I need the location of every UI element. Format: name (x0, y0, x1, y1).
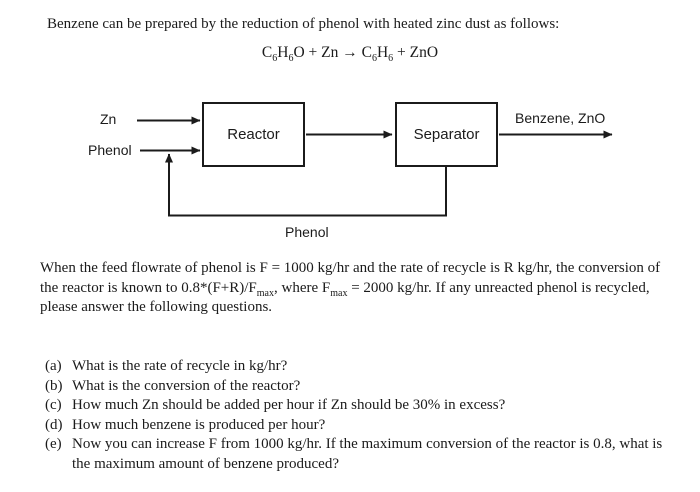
question-text: What is the conversion of the reactor? (72, 377, 301, 394)
paragraph-line: When the feed flowrate of phenol is F = … (40, 260, 661, 276)
intro-text: Benzene can be prepared by the reduction… (47, 16, 560, 32)
separator-box: Separator (395, 102, 498, 167)
reactor-label: Reactor (227, 126, 280, 143)
question-text: How much benzene is produced per hour? (72, 416, 326, 433)
zn-feed-label: Zn (100, 111, 117, 127)
question-label: (e) (45, 436, 62, 453)
phenol-feed-label: Phenol (88, 142, 132, 158)
problem-paragraph: When the feed flowrate of phenol is F = … (40, 259, 660, 318)
questions-list: (a) What is the rate of recycle in kg/hr?… (45, 357, 662, 475)
question-item: (a) What is the rate of recycle in kg/hr? (45, 357, 662, 377)
question-text: How much Zn should be added per hour if … (72, 397, 506, 414)
question-label: (b) (45, 377, 63, 394)
equation-text: C6H6O + Zn → C6H6 + ZnO (261, 44, 439, 65)
reactor-box: Reactor (202, 102, 305, 167)
question-item: (b) What is the conversion of the reactor… (45, 377, 662, 397)
question-text: What is the rate of recycle in kg/hr? (72, 358, 288, 374)
question-label: (c) (45, 397, 62, 414)
chemical-equation: C6H6O + Zn → C6H6 + ZnO (0, 44, 700, 65)
question-text: Now you can increase F from 1000 kg/hr. … (72, 436, 663, 472)
question-item: (e) Now you can increase F from 1000 kg/h… (45, 435, 662, 474)
recycle-line-arrow (165, 153, 447, 217)
question-item: (d) How much benzene is produced per hour… (45, 416, 662, 436)
question-label: (a) (45, 358, 62, 374)
paragraph-line: the reactor is known to 0.8*(F+R)/Fmax, … (40, 279, 650, 299)
product-stream-label: Benzene, ZnO (515, 110, 606, 126)
recycle-stream-label: Phenol (285, 224, 329, 240)
question-item: (c) How much Zn should be added per hour … (45, 396, 662, 416)
paragraph-line: please answer the following questions. (40, 299, 273, 315)
separator-label: Separator (413, 126, 480, 143)
question-label: (d) (45, 416, 63, 433)
